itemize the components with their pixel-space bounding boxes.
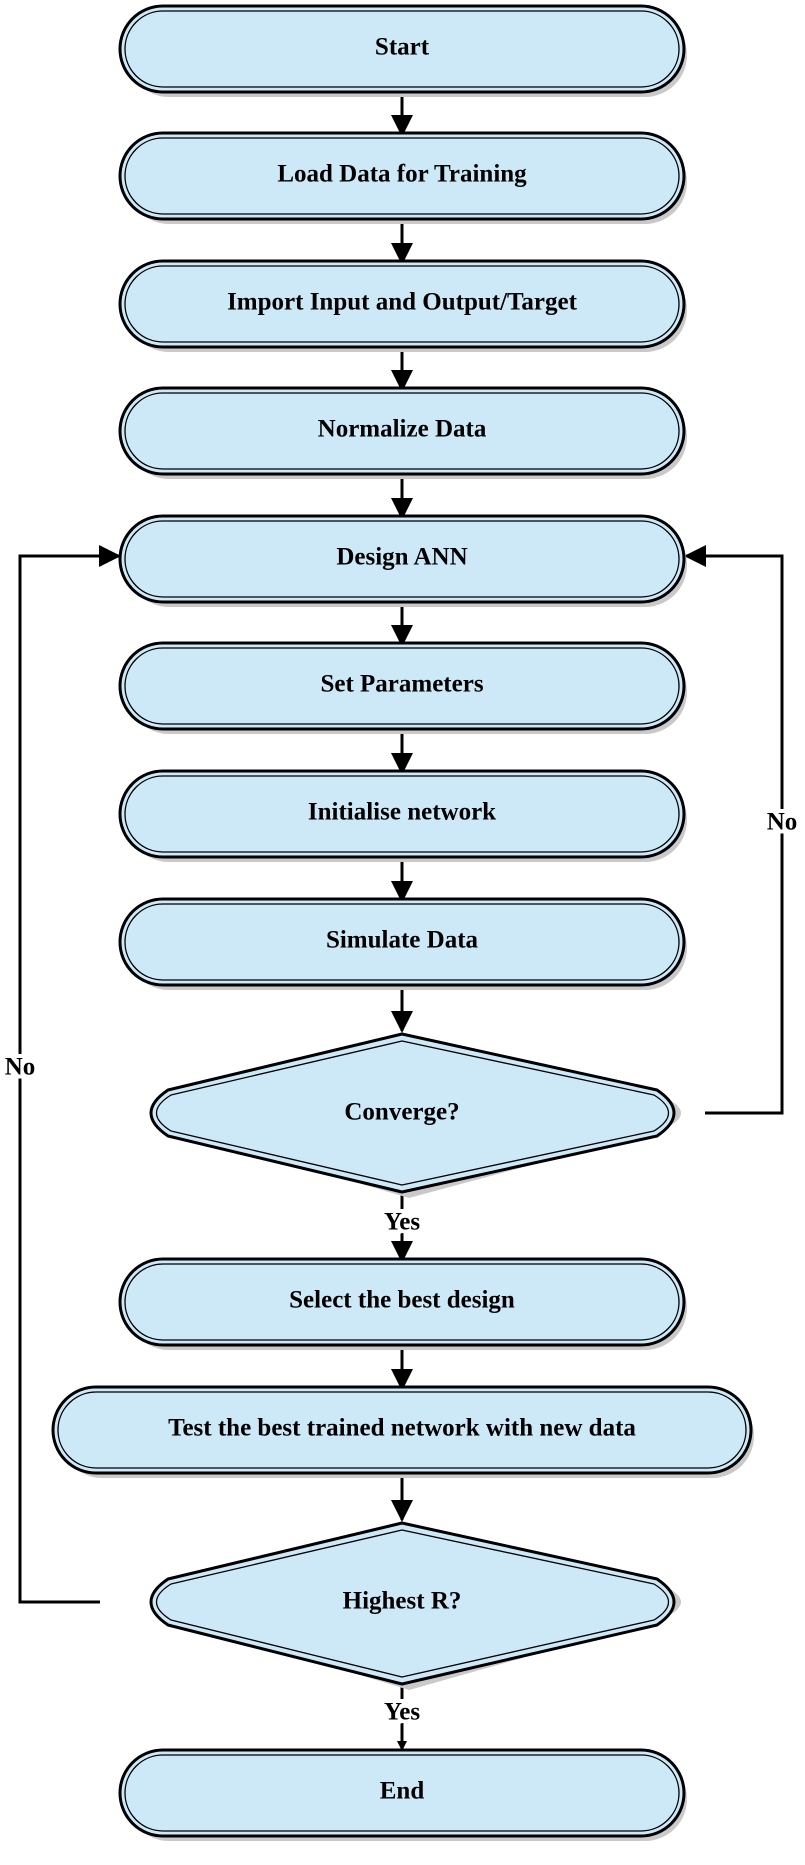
decision-highest-r-label: Highest R? (343, 1588, 462, 1615)
node-end: End (118, 1748, 687, 1841)
node-test-best: Test the best trained network with new d… (51, 1385, 754, 1478)
node-init-network-label: Initialise network (308, 799, 496, 826)
decision-converge-label: Converge? (344, 1099, 459, 1126)
node-design-ann-label: Design ANN (336, 544, 467, 571)
node-select-best-label: Select the best design (289, 1287, 515, 1314)
arrow-converge-no-loop (684, 545, 784, 1115)
node-select-best: Select the best design (118, 1257, 687, 1350)
node-import-io-label: Import Input and Output/Target (227, 289, 578, 316)
edge-label-converge-no: No (767, 809, 798, 836)
edge-label-highest-no: No (5, 1054, 36, 1081)
node-test-best-label: Test the best trained network with new d… (168, 1415, 636, 1442)
node-start: Start (118, 4, 687, 97)
node-init-network: Initialise network (118, 769, 687, 862)
node-set-params-label: Set Parameters (320, 671, 483, 698)
node-simulate: Simulate Data (118, 897, 687, 990)
decision-highest-r: Highest R? (149, 1521, 681, 1690)
decision-converge: Converge? (149, 1032, 681, 1198)
node-load-data-label: Load Data for Training (277, 161, 527, 188)
node-start-label: Start (375, 34, 430, 61)
connectors (18, 92, 784, 1751)
node-design-ann: Design ANN (118, 514, 687, 607)
arrow-highest-no-loop (18, 545, 121, 1604)
node-simulate-label: Simulate Data (326, 927, 479, 954)
node-set-params: Set Parameters (118, 641, 687, 734)
node-import-io: Import Input and Output/Target (118, 259, 687, 352)
node-normalize: Normalize Data (118, 386, 687, 479)
node-load-data: Load Data for Training (118, 131, 687, 224)
node-end-label: End (380, 1778, 425, 1805)
edge-label-converge-yes: Yes (384, 1209, 420, 1236)
edge-label-highest-yes: Yes (384, 1699, 420, 1726)
node-normalize-label: Normalize Data (318, 416, 487, 443)
